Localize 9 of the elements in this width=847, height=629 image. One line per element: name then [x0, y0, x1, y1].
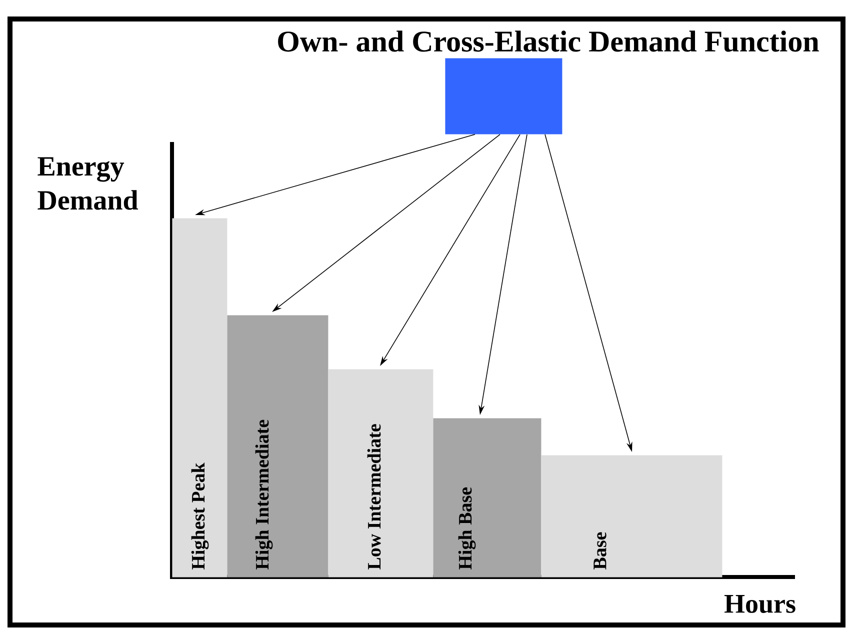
- demand-function-box: Own- and Cross-Elastic Demand Function: [278, 30, 819, 134]
- axis-label: Hours: [724, 595, 796, 613]
- bar: High Base: [433, 418, 542, 578]
- bar: Low Intermediate: [328, 369, 434, 578]
- axis-label: Energy Demand: [38, 157, 138, 210]
- bar: Highest Peak: [172, 218, 228, 578]
- bar: Base: [541, 455, 722, 578]
- node-label: Own- and Cross-Elastic Demand Function: [278, 30, 819, 52]
- bar: High Intermediate: [227, 315, 328, 578]
